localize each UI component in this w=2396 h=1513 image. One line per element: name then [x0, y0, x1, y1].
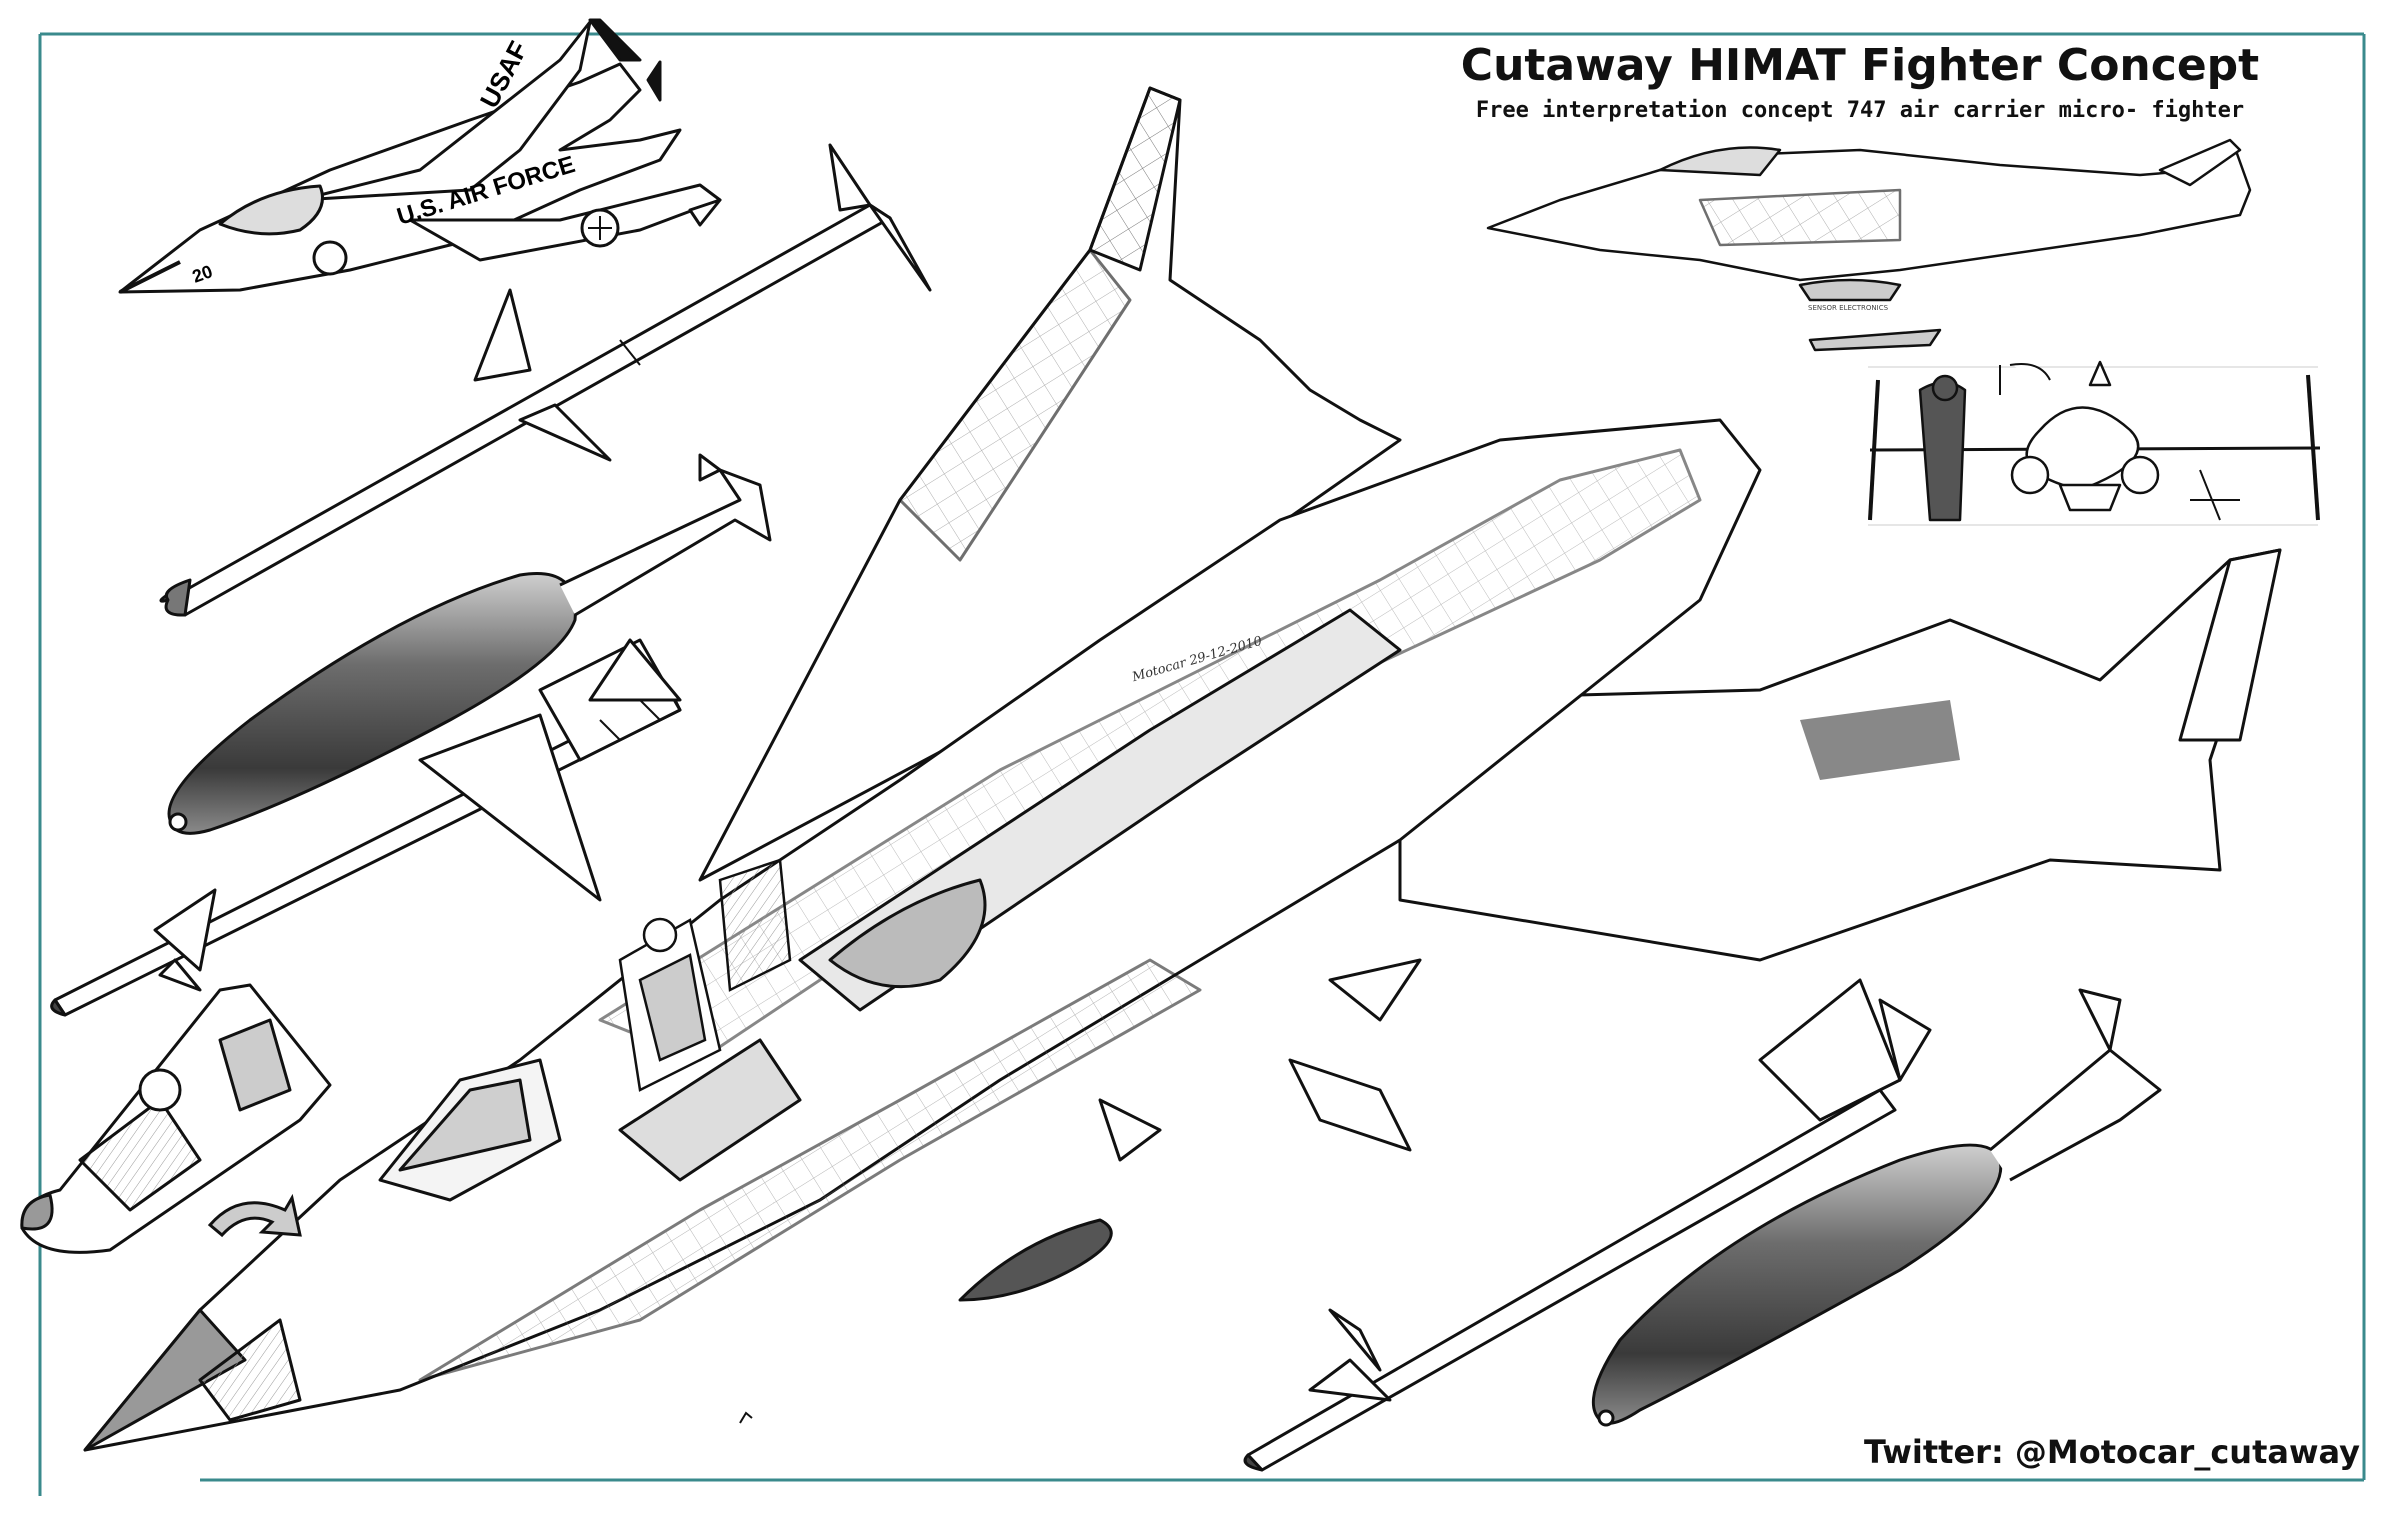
twitter-handle: Twitter: @Motocar_cutaway [1864, 1433, 2360, 1471]
rotation-arrow-icon [207, 1193, 302, 1238]
stray-mark [739, 1411, 753, 1424]
missile-lower-right [1243, 978, 1932, 1472]
usaf-jet-illustration [118, 18, 722, 294]
border-frame [38, 32, 2366, 1496]
sensor-electronics-label: SENSOR ELECTRONICS [1808, 304, 1889, 312]
ejection-seat [618, 858, 792, 1092]
bomb-shaded-right [1591, 988, 2162, 1427]
bomb-shaded-left [167, 453, 772, 835]
page-title: Cutaway HIMAT Fighter Concept [1460, 40, 2260, 91]
missile-mid-left [50, 638, 682, 1017]
side-view-inset [1486, 138, 2252, 352]
main-aircraft-cutaway [83, 86, 2282, 1452]
page-subtitle: Free interpretation concept 747 air carr… [1475, 98, 2245, 123]
missile-upper-left [159, 143, 932, 617]
detached-nose-section [20, 983, 332, 1254]
front-view-inset [1868, 360, 2321, 526]
